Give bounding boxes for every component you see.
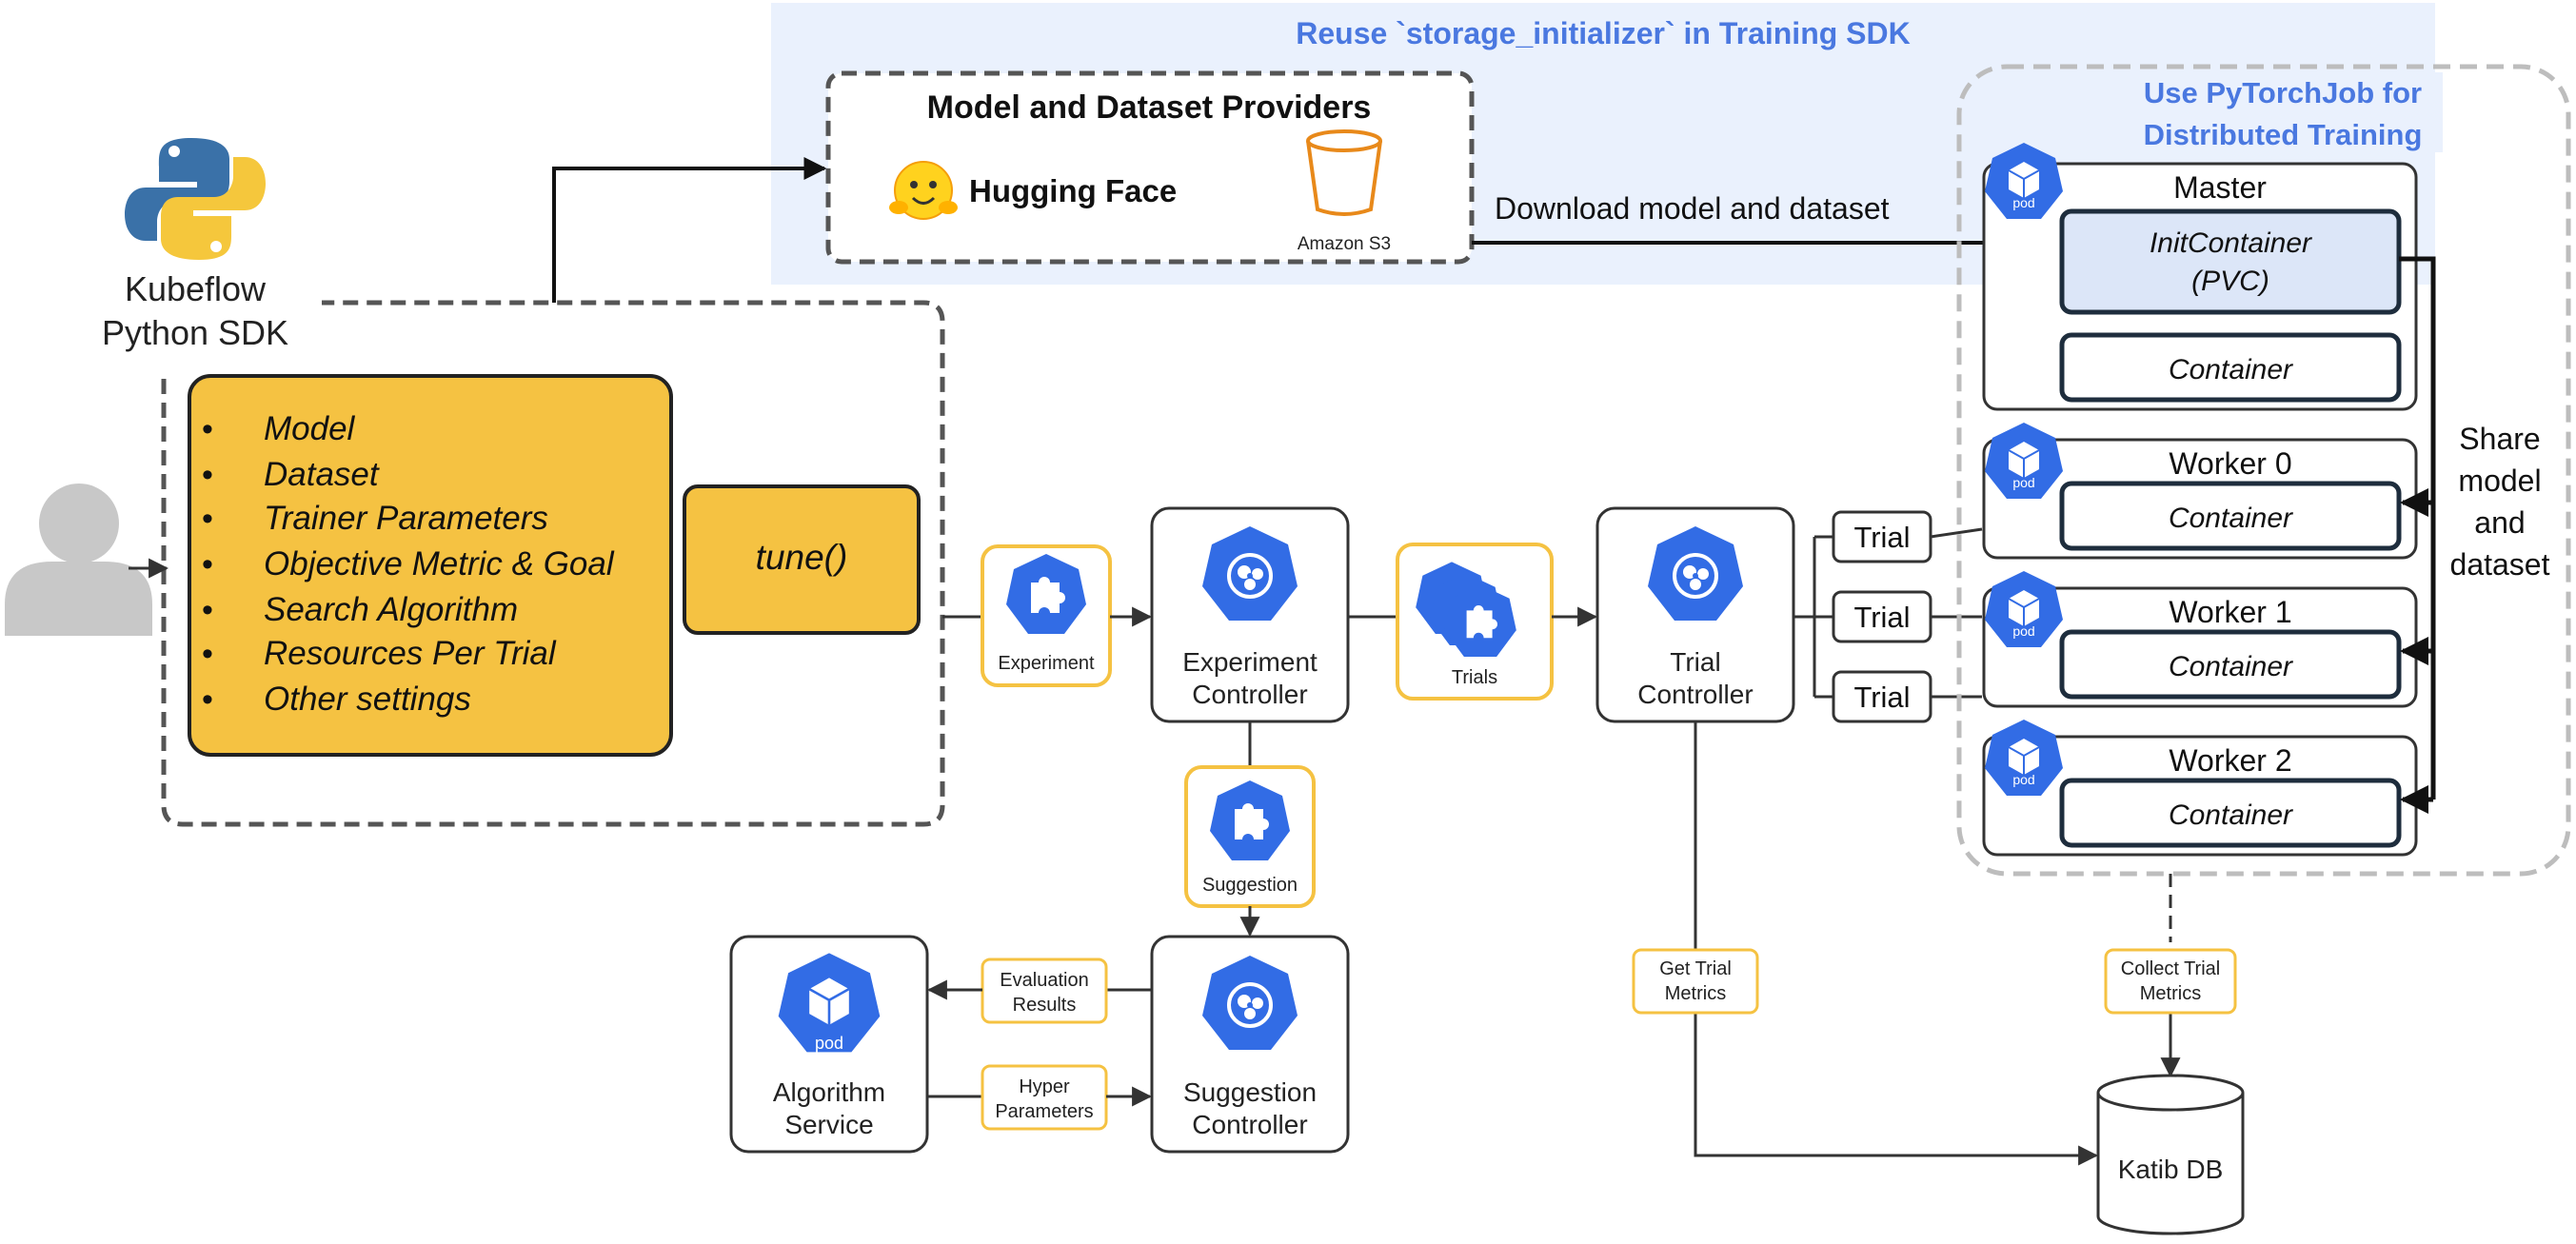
worker-container-label-1: Container bbox=[2169, 651, 2293, 682]
storage-initializer-title: Reuse `storage_initializer` in Training … bbox=[1296, 16, 1910, 50]
get-trial-metrics-line1: Get Trial bbox=[1659, 958, 1732, 979]
worker-container-1 bbox=[2059, 629, 2402, 700]
pytorchjob-title-line1: Use PyTorchJob for bbox=[2144, 76, 2422, 109]
python-logo-icon bbox=[125, 138, 266, 260]
algorithm-service-line1: Algorithm bbox=[773, 1077, 885, 1107]
trial-controller-line2: Controller bbox=[1637, 680, 1753, 709]
collect-trial-metrics-line2: Metrics bbox=[2140, 983, 2201, 1004]
get-trial-metrics-line2: Metrics bbox=[1665, 983, 1726, 1004]
worker-label-2: Worker 2 bbox=[2169, 743, 2291, 778]
worker-container-2 bbox=[2059, 778, 2402, 848]
share-label-bg bbox=[2439, 419, 2561, 590]
share-line1: Share bbox=[2459, 422, 2540, 456]
experiment-label: Experiment bbox=[998, 653, 1095, 674]
get-metrics-line bbox=[1694, 721, 2099, 1166]
svg-text:•: • bbox=[202, 546, 213, 583]
experiment-controller-line2: Controller bbox=[1192, 680, 1307, 709]
worker-label-0: Worker 0 bbox=[2169, 446, 2291, 481]
param-dataset: Dataset bbox=[264, 456, 380, 493]
worker-container-0 bbox=[2059, 481, 2402, 551]
share-line bbox=[2399, 256, 2436, 800]
tune-label: tune() bbox=[756, 538, 848, 577]
trial-branch-lines bbox=[1793, 535, 1833, 699]
trials-label: Trials bbox=[1452, 667, 1497, 688]
sdk-label-line1: Kubeflow bbox=[125, 269, 267, 308]
param-trainer: Trainer Parameters bbox=[264, 500, 548, 537]
pod-label: pod bbox=[2012, 772, 2034, 787]
trial-to-pod-lines bbox=[1930, 527, 1983, 699]
master-container-label: Container bbox=[2169, 354, 2293, 385]
get-trial-metrics-chip bbox=[1632, 948, 1759, 1015]
pytorchjob-title-bg bbox=[2125, 72, 2443, 152]
pytorchjob-region bbox=[1956, 64, 2571, 877]
providers-box bbox=[825, 70, 1475, 265]
sdk-to-providers-arrow bbox=[552, 157, 827, 303]
amazon-s3-bucket-icon bbox=[1306, 129, 1382, 216]
share-line2: model bbox=[2458, 464, 2541, 498]
master-label: Master bbox=[2173, 170, 2267, 205]
init-container-line1: InitContainer bbox=[2150, 227, 2312, 259]
collect-trial-metrics-line1: Collect Trial bbox=[2121, 958, 2220, 979]
svg-text:•: • bbox=[202, 501, 213, 537]
hugging-face-label: Hugging Face bbox=[969, 173, 1177, 208]
trial-label-3: Trial bbox=[1853, 681, 1910, 714]
param-model: Model bbox=[264, 410, 356, 447]
algorithm-service-line2: Service bbox=[784, 1110, 873, 1139]
param-resources: Resources Per Trial bbox=[264, 635, 557, 672]
param-objective: Objective Metric & Goal bbox=[264, 545, 615, 583]
trial-controller-line1: Trial bbox=[1670, 647, 1720, 677]
experiment-controller-line1: Experiment bbox=[1182, 647, 1318, 677]
sdk-label-line2: Python SDK bbox=[102, 313, 288, 352]
svg-text:•: • bbox=[202, 411, 213, 447]
svg-text:•: • bbox=[202, 681, 213, 718]
suggestion-controller-line2: Controller bbox=[1192, 1110, 1307, 1139]
worker-container-label-2: Container bbox=[2169, 800, 2293, 831]
hyper-parameters-line2: Parameters bbox=[995, 1101, 1093, 1122]
svg-text:•: • bbox=[202, 457, 213, 493]
evaluation-results-line2: Results bbox=[1013, 995, 1077, 1016]
amazon-s3-label: Amazon S3 bbox=[1298, 234, 1391, 254]
param-search: Search Algorithm bbox=[264, 591, 518, 628]
pytorchjob-title-line2: Distributed Training bbox=[2144, 118, 2423, 151]
svg-text:•: • bbox=[202, 592, 213, 628]
share-line3: and bbox=[2474, 505, 2525, 540]
share-line4: dataset bbox=[2450, 547, 2550, 582]
pod-label: pod bbox=[815, 1034, 843, 1053]
sdk-region bbox=[161, 300, 945, 827]
worker-label-1: Worker 1 bbox=[2169, 595, 2291, 629]
database-icon bbox=[2096, 1074, 2245, 1235]
init-container-line2: (PVC) bbox=[2191, 266, 2269, 297]
master-container-box bbox=[2059, 332, 2402, 403]
katib-db-label: Katib DB bbox=[2118, 1155, 2224, 1184]
evaluation-results-line1: Evaluation bbox=[1000, 970, 1088, 991]
pod-label: pod bbox=[2012, 195, 2034, 210]
param-other: Other settings bbox=[264, 681, 471, 718]
providers-title: Model and Dataset Providers bbox=[927, 89, 1372, 126]
trial-label-1: Trial bbox=[1853, 521, 1910, 554]
pod-label: pod bbox=[2012, 623, 2034, 639]
hugging-face-icon bbox=[889, 161, 958, 220]
hyper-parameters-line1: Hyper bbox=[1019, 1076, 1070, 1097]
download-label: Download model and dataset bbox=[1495, 191, 1890, 226]
pod-label: pod bbox=[2012, 475, 2034, 490]
params-box bbox=[188, 374, 673, 757]
trial-label-2: Trial bbox=[1853, 601, 1910, 634]
suggestion-label: Suggestion bbox=[1202, 875, 1298, 896]
tune-box bbox=[683, 484, 921, 635]
svg-text:•: • bbox=[202, 636, 213, 672]
suggestion-controller-line1: Suggestion bbox=[1183, 1077, 1317, 1107]
collect-trial-metrics-chip bbox=[2104, 948, 2237, 1015]
user-icon bbox=[5, 484, 152, 636]
params-list: • Model • Dataset • Trainer Parameters •… bbox=[202, 410, 615, 718]
init-container-box bbox=[2059, 208, 2402, 315]
worker-container-label-0: Container bbox=[2169, 503, 2293, 534]
